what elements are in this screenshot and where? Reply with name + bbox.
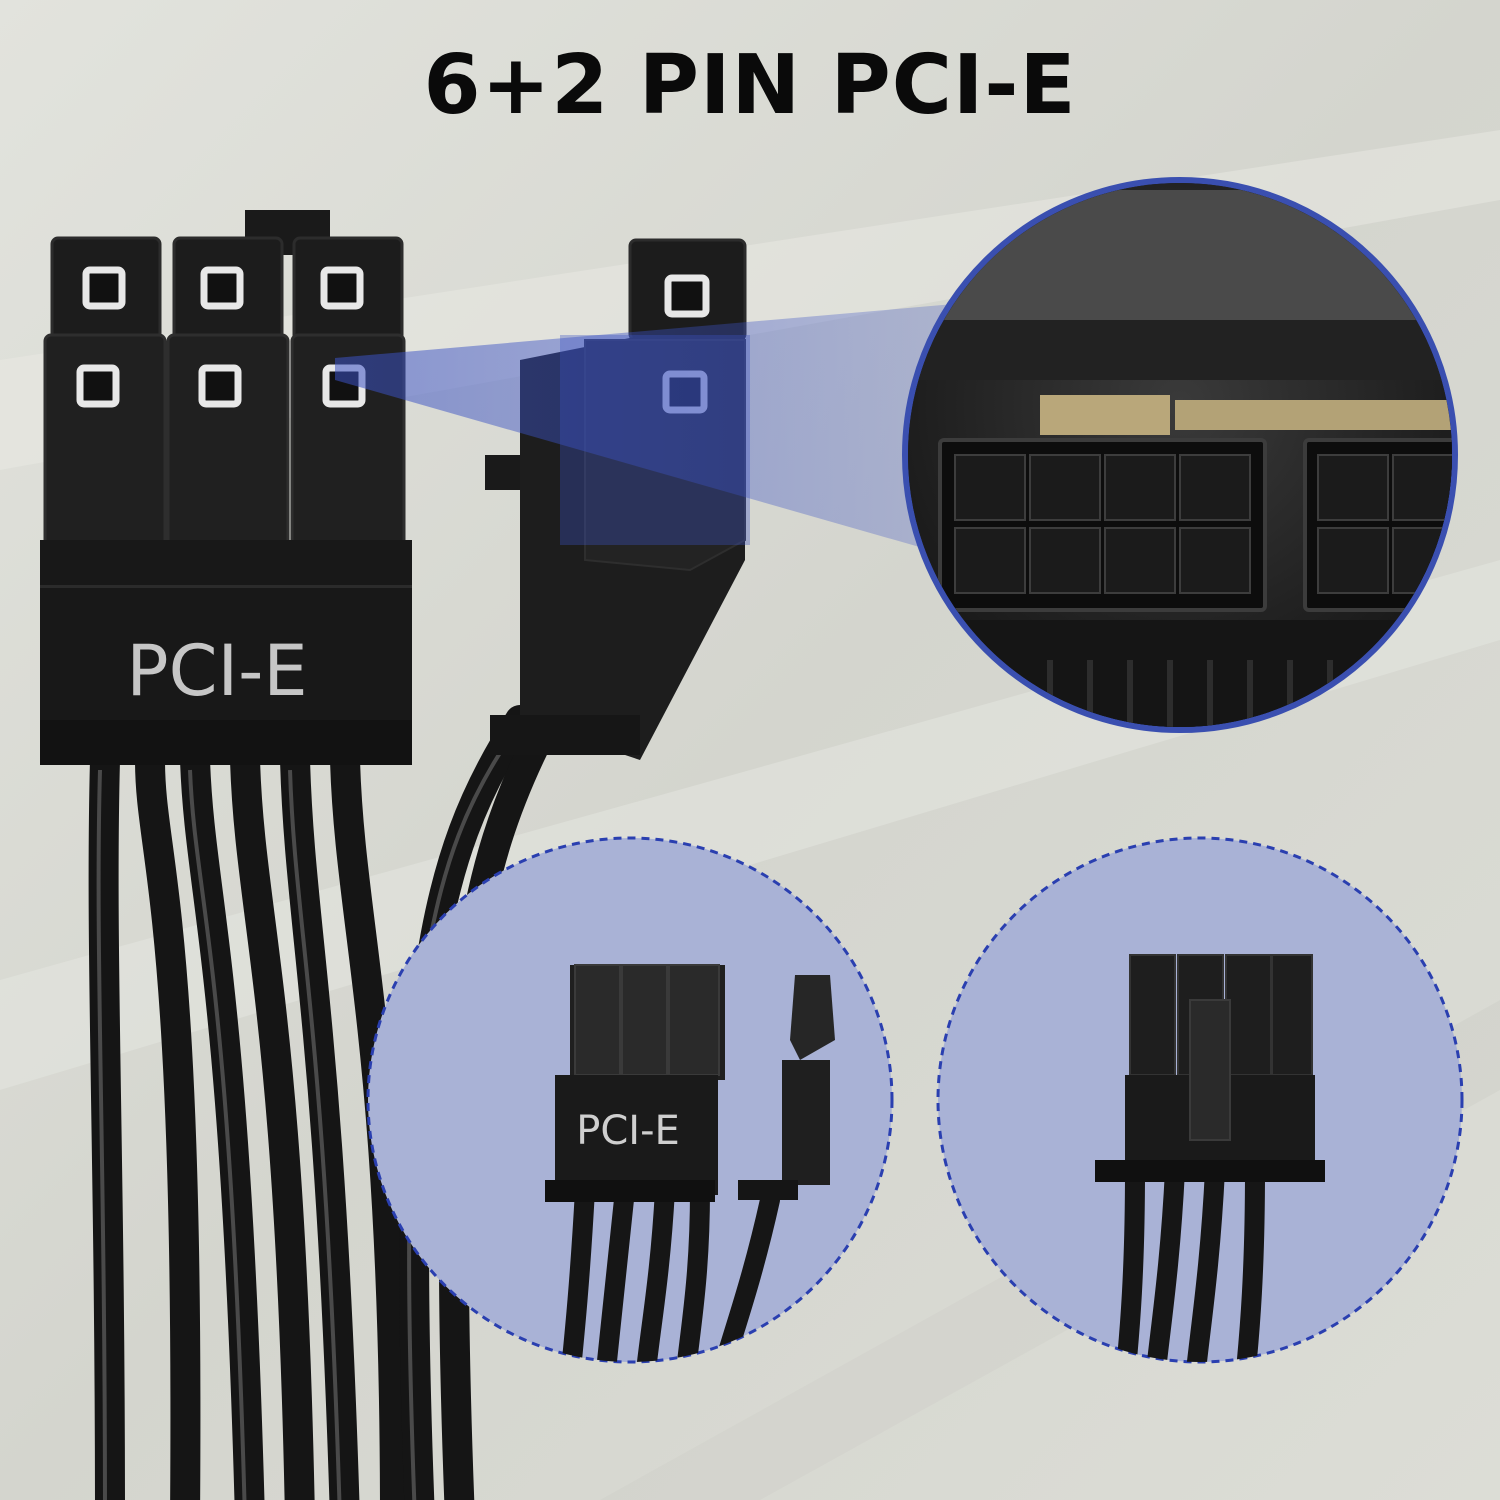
headline-title: 6+2 PIN PCI-E xyxy=(423,38,1077,133)
highlight-beam xyxy=(335,300,1000,570)
inset-connector-label: PCI-E xyxy=(576,1108,680,1154)
inset-connector-back xyxy=(936,836,1464,1364)
pcie-6pin-connector xyxy=(40,210,412,765)
connector-label: PCI-E xyxy=(126,630,308,712)
inset-connector-front xyxy=(366,836,894,1364)
